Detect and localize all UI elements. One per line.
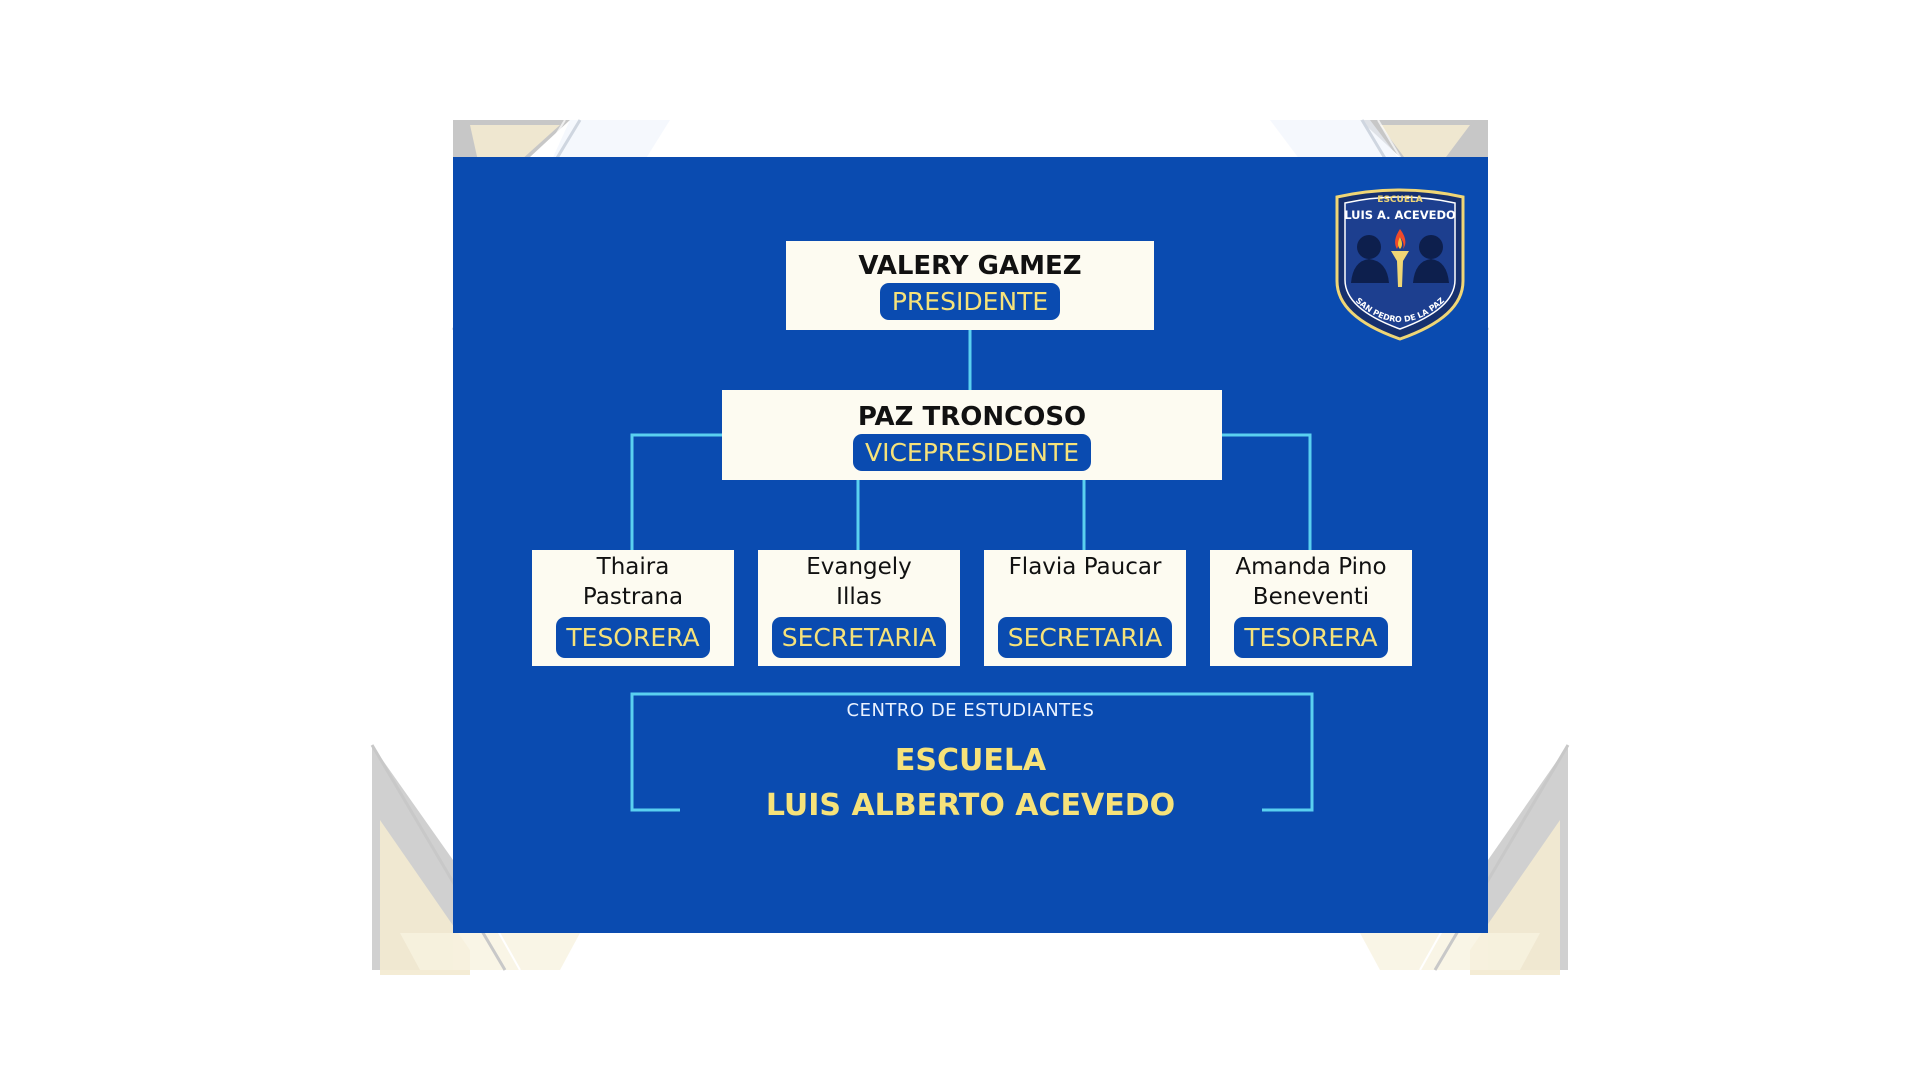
member-name: Evangely Illas [806,554,912,610]
member-role-badge: SECRETARIA [771,617,947,658]
vice-president-card: PAZ TRONCOSO VICEPRESIDENTE [722,390,1222,480]
member-card: Flavia Paucar SECRETARIA [984,550,1186,666]
footer-subtitle: CENTRO DE ESTUDIANTES [846,700,1095,721]
president-card: VALERY GAMEZ PRESIDENTE [786,241,1154,330]
member-name: Thaira Pastrana [582,554,684,610]
member-role-badge: SECRETARIA [997,617,1173,658]
footer-bracket-left [630,692,1314,812]
member-role-badge: TESORERA [556,617,710,658]
footer-title-line-2: LUIS ALBERTO ACEVEDO [765,788,1176,823]
vice-president-role-badge: VICEPRESIDENTE [852,434,1092,471]
president-role-badge: PRESIDENTE [879,283,1061,320]
footer-school-name: ESCUELA LUIS ALBERTO ACEVEDO [453,738,1488,828]
school-crest-logo: ESCUELA LUIS A. ACEVEDO SAN PEDRO DE LA … [1335,188,1465,341]
member-card: Evangely Illas SECRETARIA [758,550,960,666]
crest-name-text: LUIS A. ACEVEDO [1344,208,1456,222]
vice-president-name: PAZ TRONCOSO [857,402,1087,432]
member-card: Amanda Pino Beneventi TESORERA [1210,550,1412,666]
connector-vice-member-4 [1222,433,1312,550]
member-name: Flavia Paucar [1008,554,1162,580]
connector-vice-member-1 [630,433,722,550]
crest-top-text: ESCUELA [1377,195,1422,205]
member-card: Thaira Pastrana TESORERA [532,550,734,666]
member-role-badge: TESORERA [1234,617,1388,658]
member-name: Amanda Pino Beneventi [1235,554,1387,610]
footer-title-line-1: ESCUELA [894,743,1047,778]
president-name: VALERY GAMEZ [858,251,1082,281]
